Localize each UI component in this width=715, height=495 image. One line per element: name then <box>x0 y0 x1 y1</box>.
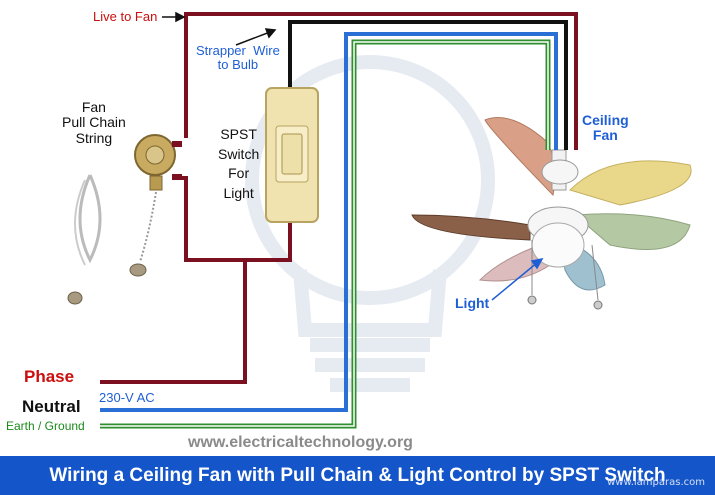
ceiling-fan-label: Ceiling Fan <box>582 112 629 144</box>
live-to-fan-wire <box>184 12 578 150</box>
fan-pull-chain-label: Fan Pull Chain String <box>62 99 126 146</box>
spst-switch-label: SPST Switch For Light <box>218 126 260 201</box>
live-to-fan-label: Live to Fan <box>93 9 158 24</box>
bulb-watermark-icon <box>245 55 495 392</box>
website-label: www.electricaltechnology.org <box>188 434 413 451</box>
earth-wire <box>100 39 551 429</box>
watermark-label: www.lamparas.com <box>607 477 705 488</box>
pull-chain-switch-icon <box>67 134 182 305</box>
light-label: Light <box>455 295 490 311</box>
phase-wire <box>100 260 247 384</box>
strapper-wire <box>288 20 568 150</box>
voltage-label: 230-V AC <box>99 390 155 405</box>
neutral-label: Neutral <box>22 397 81 416</box>
phase-label: Phase <box>24 367 75 386</box>
strapper-wire-label: Strapper Wire to Bulb <box>196 43 280 73</box>
ceiling-fan-icon <box>411 117 692 310</box>
spst-switch-icon <box>265 87 319 223</box>
fan-switch-loop-wire <box>178 176 292 262</box>
neutral-wire <box>100 32 558 412</box>
earth-ground-label: Earth / Ground <box>6 419 85 433</box>
footer-title: Wiring a Ceiling Fan with Pull Chain & L… <box>0 456 715 495</box>
